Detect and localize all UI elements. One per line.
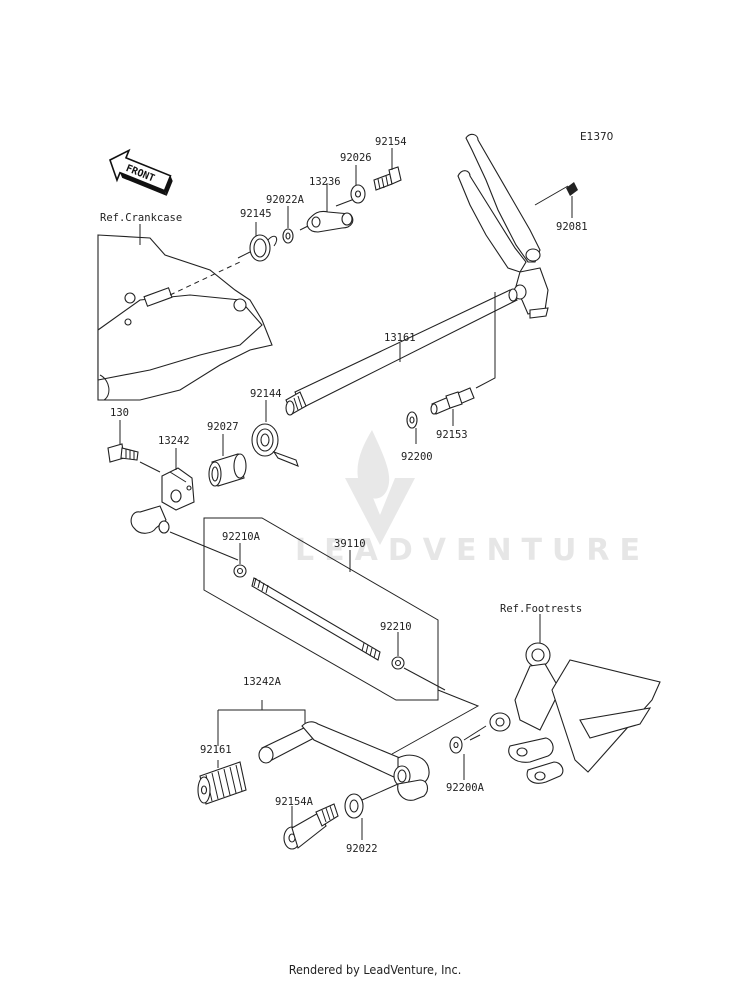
label-92026: 92026 (340, 152, 372, 164)
footrest-reference (489, 642, 661, 784)
label-92144: 92144 (250, 388, 282, 400)
label-92022: 92022 (346, 843, 378, 855)
part-92210-nut (391, 656, 405, 670)
label-13161: 13161 (384, 332, 416, 344)
ref-footrests-label: Ref.Footrests (500, 603, 582, 615)
label-92161: 92161 (200, 744, 232, 756)
watermark-text: LEADVENTURE (295, 533, 650, 568)
label-39110: 39110 (334, 538, 366, 550)
part-92027-collar (208, 453, 247, 487)
part-130-bolt (107, 443, 139, 463)
label-92153: 92153 (436, 429, 468, 441)
part-13242-clamp (130, 467, 195, 534)
part-39110-rod (251, 577, 381, 661)
group-39110-outline (203, 517, 439, 701)
part-13236-link (306, 210, 354, 233)
part-92210A-nut (233, 564, 247, 578)
label-92210: 92210 (380, 621, 412, 633)
crankcase-reference (97, 234, 273, 401)
ref-crankcase-label: Ref.Crankcase (100, 212, 182, 224)
part-13242A-pedal (258, 721, 430, 801)
label-92210A: 92210A (222, 531, 261, 543)
part-shift-arm (457, 133, 549, 319)
label-13242: 13242 (158, 435, 190, 447)
label-92022A: 92022A (266, 194, 305, 206)
part-13161-shaft (285, 288, 518, 416)
front-arrow-icon: FRONT (109, 148, 173, 196)
part-92161-rubber (197, 761, 247, 805)
label-92200: 92200 (401, 451, 433, 463)
footer-credit: Rendered by LeadVenture, Inc. (288, 962, 462, 977)
diagram-code: E1370 (580, 131, 613, 143)
part-92154-bolt (373, 166, 402, 191)
label-92145: 92145 (240, 208, 272, 220)
part-92154A-bolt (283, 803, 339, 850)
label-92154A: 92154A (275, 796, 314, 808)
label-92154: 92154 (375, 136, 407, 148)
label-13242A: 13242A (243, 676, 282, 688)
label-130: 130 (110, 407, 129, 419)
label-92200A: 92200A (446, 782, 485, 794)
part-92153-bolt (430, 387, 475, 415)
label-92027: 92027 (207, 421, 239, 433)
part-92145-spring (249, 234, 278, 262)
label-13236: 13236 (309, 176, 341, 188)
part-92081-pin (566, 182, 578, 196)
part-92144-spring (251, 423, 299, 467)
label-92081: 92081 (556, 221, 588, 233)
watermark-logo (345, 430, 415, 545)
